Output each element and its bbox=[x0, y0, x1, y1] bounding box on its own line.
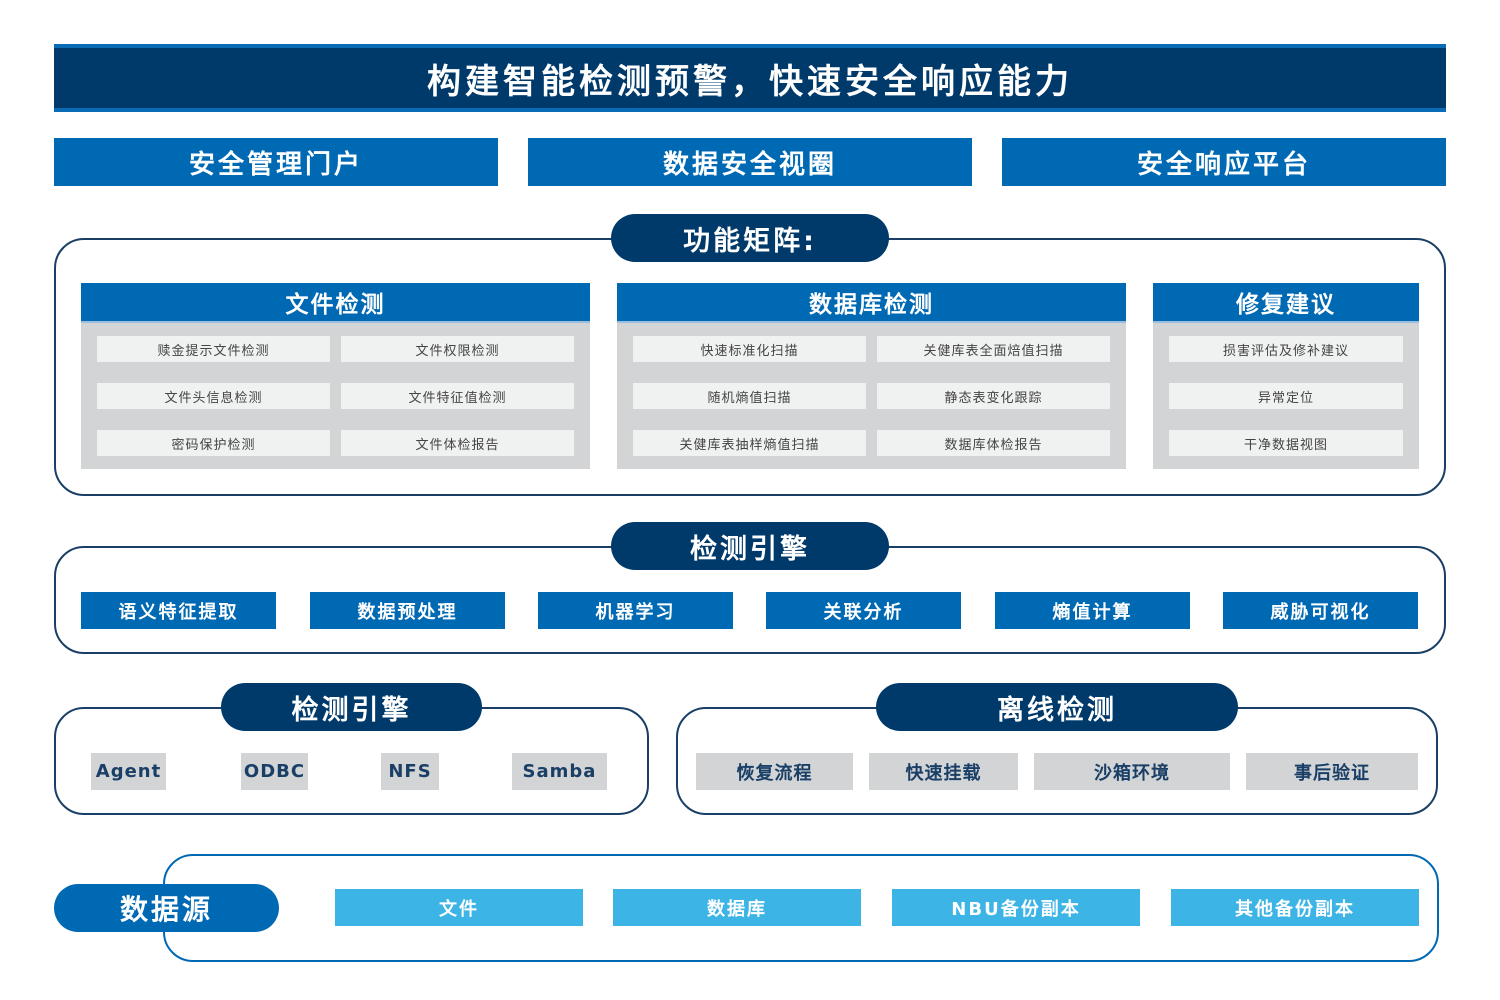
engine-item: 语义特征提取 bbox=[81, 592, 276, 629]
connector-item: NFS bbox=[381, 753, 439, 790]
engine-item: 数据预处理 bbox=[310, 592, 505, 629]
security-response-platform-button[interactable]: 安全响应平台 bbox=[1002, 138, 1446, 186]
data-security-view-button[interactable]: 数据安全视圈 bbox=[528, 138, 972, 186]
connector-label: 检测引擎 bbox=[221, 683, 482, 731]
feature-item: 文件特征值检测 bbox=[341, 383, 574, 409]
engine-item: 熵值计算 bbox=[995, 592, 1190, 629]
offline-item: 快速挂载 bbox=[869, 753, 1018, 790]
security-portal-button[interactable]: 安全管理门户 bbox=[54, 138, 498, 186]
feature-item: 关健库表抽样熵值扫描 bbox=[633, 430, 866, 456]
detection-engine-label: 检测引擎 bbox=[611, 522, 889, 570]
repair-advice-card: 修复建议 损害评估及修补建议 异常定位 干净数据视图 bbox=[1153, 283, 1419, 469]
connector-item: Samba bbox=[512, 753, 607, 790]
feature-item: 关健库表全面焙值扫描 bbox=[877, 336, 1110, 362]
database-detection-card: 数据库检测 快速标准化扫描 关健库表全面焙值扫描 随机熵值扫描 静态表变化跟踪 … bbox=[617, 283, 1126, 469]
feature-item: 静态表变化跟踪 bbox=[877, 383, 1110, 409]
file-detection-card: 文件检测 赎金提示文件检测 文件权限检测 文件头信息检测 文件特征值检测 密码保… bbox=[81, 283, 590, 469]
card-title: 数据库检测 bbox=[617, 283, 1126, 323]
card-title: 修复建议 bbox=[1153, 283, 1419, 323]
engine-item: 机器学习 bbox=[538, 592, 733, 629]
feature-item: 数据库体检报告 bbox=[877, 430, 1110, 456]
feature-item: 文件头信息检测 bbox=[97, 383, 330, 409]
feature-item: 文件体检报告 bbox=[341, 430, 574, 456]
feature-item: 赎金提示文件检测 bbox=[97, 336, 330, 362]
connector-item: ODBC bbox=[241, 753, 308, 790]
feature-item: 随机熵值扫描 bbox=[633, 383, 866, 409]
feature-item: 文件权限检测 bbox=[341, 336, 574, 362]
feature-item: 密码保护检测 bbox=[97, 430, 330, 456]
source-item: 其他备份副本 bbox=[1171, 889, 1419, 926]
feature-item: 快速标准化扫描 bbox=[633, 336, 866, 362]
offline-item: 沙箱环境 bbox=[1034, 753, 1230, 790]
offline-detection-label: 离线检测 bbox=[876, 683, 1238, 731]
source-item: 文件 bbox=[335, 889, 583, 926]
engine-item: 关联分析 bbox=[766, 592, 961, 629]
data-source-label: 数据源 bbox=[54, 884, 279, 932]
feature-item: 损害评估及修补建议 bbox=[1169, 336, 1403, 362]
feature-item: 异常定位 bbox=[1169, 383, 1403, 409]
source-item: 数据库 bbox=[613, 889, 861, 926]
connector-item: Agent bbox=[91, 753, 166, 790]
function-matrix-label: 功能矩阵: bbox=[611, 214, 889, 262]
card-title: 文件检测 bbox=[81, 283, 590, 323]
source-item: NBU备份副本 bbox=[892, 889, 1140, 926]
feature-item: 干净数据视图 bbox=[1169, 430, 1403, 456]
engine-item: 威胁可视化 bbox=[1223, 592, 1418, 629]
offline-item: 恢复流程 bbox=[696, 753, 853, 790]
page-title: 构建智能检测预警，快速安全响应能力 bbox=[54, 44, 1446, 112]
offline-item: 事后验证 bbox=[1246, 753, 1418, 790]
